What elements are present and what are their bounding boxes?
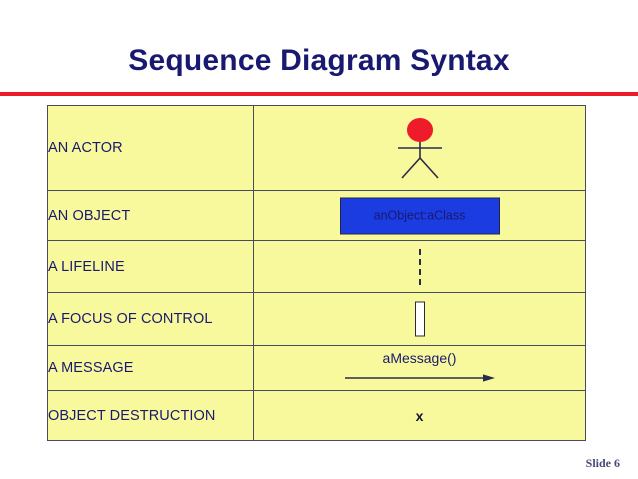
object-box-label: anObject:aClass [373, 208, 466, 223]
syntax-legend-table: AN ACTOR AN OBJECT [47, 105, 586, 441]
dashed-lifeline-icon [418, 248, 421, 285]
row-label-object-destruction: OBJECT DESTRUCTION [47, 390, 254, 441]
row-art-an-object: anObject:aClass [253, 190, 586, 241]
slide-number-footer: Slide 6 [585, 456, 620, 470]
page-title: Sequence Diagram Syntax [128, 44, 510, 77]
row-label-a-message: A MESSAGE [47, 345, 254, 391]
actor-stick-figure-icon [397, 118, 442, 179]
row-art-object-destruction: x [253, 390, 586, 441]
object-box-shape: anObject:aClass [339, 197, 500, 234]
title-divider-rule [0, 92, 638, 96]
row-art-a-focus-of-control [253, 292, 586, 346]
destruction-marker-icon: x [415, 407, 424, 424]
row-art-a-message: aMessage() [253, 345, 586, 391]
table-row: AN OBJECT anObject:aClass [47, 190, 586, 241]
row-art-an-actor [253, 105, 586, 191]
message-arrow-icon [344, 374, 495, 382]
table-row: A FOCUS OF CONTROL [47, 292, 586, 346]
row-label-an-actor: AN ACTOR [47, 105, 254, 191]
table-row: OBJECT DESTRUCTION x [47, 390, 586, 441]
table-row: A MESSAGE aMessage() [47, 345, 586, 391]
message-label: aMessage() [382, 350, 457, 366]
row-label-a-focus-of-control: A FOCUS OF CONTROL [47, 292, 254, 346]
activation-bar-icon [414, 301, 425, 337]
row-label-a-lifeline: A LIFELINE [47, 240, 254, 293]
table-row: A LIFELINE [47, 240, 586, 293]
row-art-a-lifeline [253, 240, 586, 293]
row-label-an-object: AN OBJECT [47, 190, 254, 241]
table-row: AN ACTOR [47, 105, 586, 191]
